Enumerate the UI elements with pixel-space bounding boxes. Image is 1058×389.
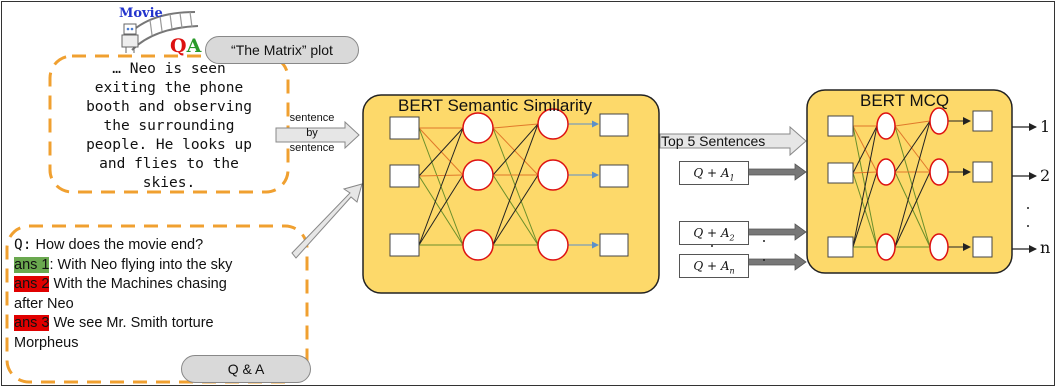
mcq-output-nodes [972, 110, 993, 258]
movie-qa-logo [121, 11, 199, 53]
plot-line: people. He looks up [86, 137, 252, 153]
answer-3-text: We see Mr. Smith torture [49, 315, 214, 331]
qa-input-1: Q + A1 [679, 161, 749, 185]
plot-line: the surrounding [103, 118, 235, 134]
question-block-arrow [291, 183, 363, 259]
qa-input-q: Q [693, 259, 704, 273]
sentence-by-sentence-label: sentence by sentence [284, 112, 340, 155]
output-number-n: n [1040, 238, 1051, 257]
top5-label: Top 5 Sentences [661, 133, 766, 149]
output-number-2: 2 [1040, 166, 1051, 185]
qa-input-sub: 2 [729, 233, 735, 243]
mcq-hidden-nodes [876, 107, 949, 261]
question-line: Q: How does the movie end? [14, 236, 314, 256]
plot-dashed-box [48, 54, 290, 194]
answer-2-text: With the Machines chasing [49, 276, 227, 292]
similarity-hidden-nodes [462, 108, 569, 261]
mcq-output-arrows [1012, 123, 1037, 253]
qa-input-a: A [720, 166, 730, 180]
answer-3-line: ans 3 We see Mr. Smith torture [14, 314, 314, 334]
output-number-1: 1 [1040, 117, 1051, 136]
plot-line: and flies to the [99, 156, 239, 172]
qa-input-plus: + [703, 226, 721, 240]
plot-line: … Neo is seen [112, 61, 226, 77]
answer-1-line: ans 1: With Neo flying into the sky [14, 256, 314, 276]
similarity-output-nodes [599, 113, 629, 257]
qa-input-sub: 1 [729, 173, 735, 183]
plot-line: exiting the phone [94, 80, 244, 96]
qa-input-2: Q + A2 [679, 221, 749, 245]
qa-input-q: Q [693, 226, 704, 240]
qa-input-a: A [720, 226, 730, 240]
qa-input-plus: + [703, 259, 721, 273]
qa-input-arrows [746, 163, 807, 271]
plot-line: skies. [142, 175, 196, 191]
bert-similarity-title: BERT Semantic Similarity [398, 96, 592, 115]
answer-2-line: ans 2 With the Machines chasing [14, 275, 314, 295]
qa-text-block: Q: How does the movie end? ans 1: With N… [14, 236, 314, 353]
logo-a-letter: A [186, 35, 202, 57]
qa-input-q: Q [693, 166, 704, 180]
qa-input-n: Q + An [679, 254, 749, 278]
sentence-label-line: by [306, 127, 318, 139]
answer-1-text: : With Neo flying into the sky [49, 256, 233, 273]
sentence-label-line: sentence [289, 142, 335, 154]
qa-pill: Q & A [181, 355, 311, 383]
bert-similarity-panel [362, 94, 660, 294]
logo-qa-text: QA [170, 35, 201, 57]
question-tag: Q: [14, 237, 32, 253]
logo-q-letter: Q [170, 35, 187, 57]
bert-mcq-title: BERT MCQ [860, 91, 950, 110]
plot-line: booth and observing [86, 99, 252, 115]
similarity-network-edges [418, 120, 599, 249]
qa-input-plus: + [703, 166, 721, 180]
similarity-input-nodes [389, 116, 420, 257]
answer-1-tag: ans 1 [14, 256, 50, 273]
answer-2-tag: ans 2 [14, 276, 50, 292]
mcq-network-edges [852, 117, 971, 251]
qa-input-sub: n [729, 266, 735, 276]
answer-3-continuation: Morpheus [14, 334, 79, 351]
plot-pill: “The Matrix” plot [205, 36, 359, 64]
qa-input-a: A [720, 259, 730, 273]
mcq-input-nodes [827, 115, 854, 258]
top5-block-arrow [659, 125, 807, 157]
logo-movie-text: Movie [119, 6, 163, 21]
answer-3-tag: ans 3 [14, 315, 50, 331]
sentence-block-arrow [275, 120, 360, 150]
plot-excerpt: … Neo is seen exiting the phone booth an… [58, 60, 280, 193]
sentence-label-line: sentence [289, 112, 335, 124]
qa-dashed-box [5, 224, 309, 384]
answer-2-continuation: after Neo [14, 295, 74, 312]
question-text: How does the movie end? [31, 237, 204, 253]
